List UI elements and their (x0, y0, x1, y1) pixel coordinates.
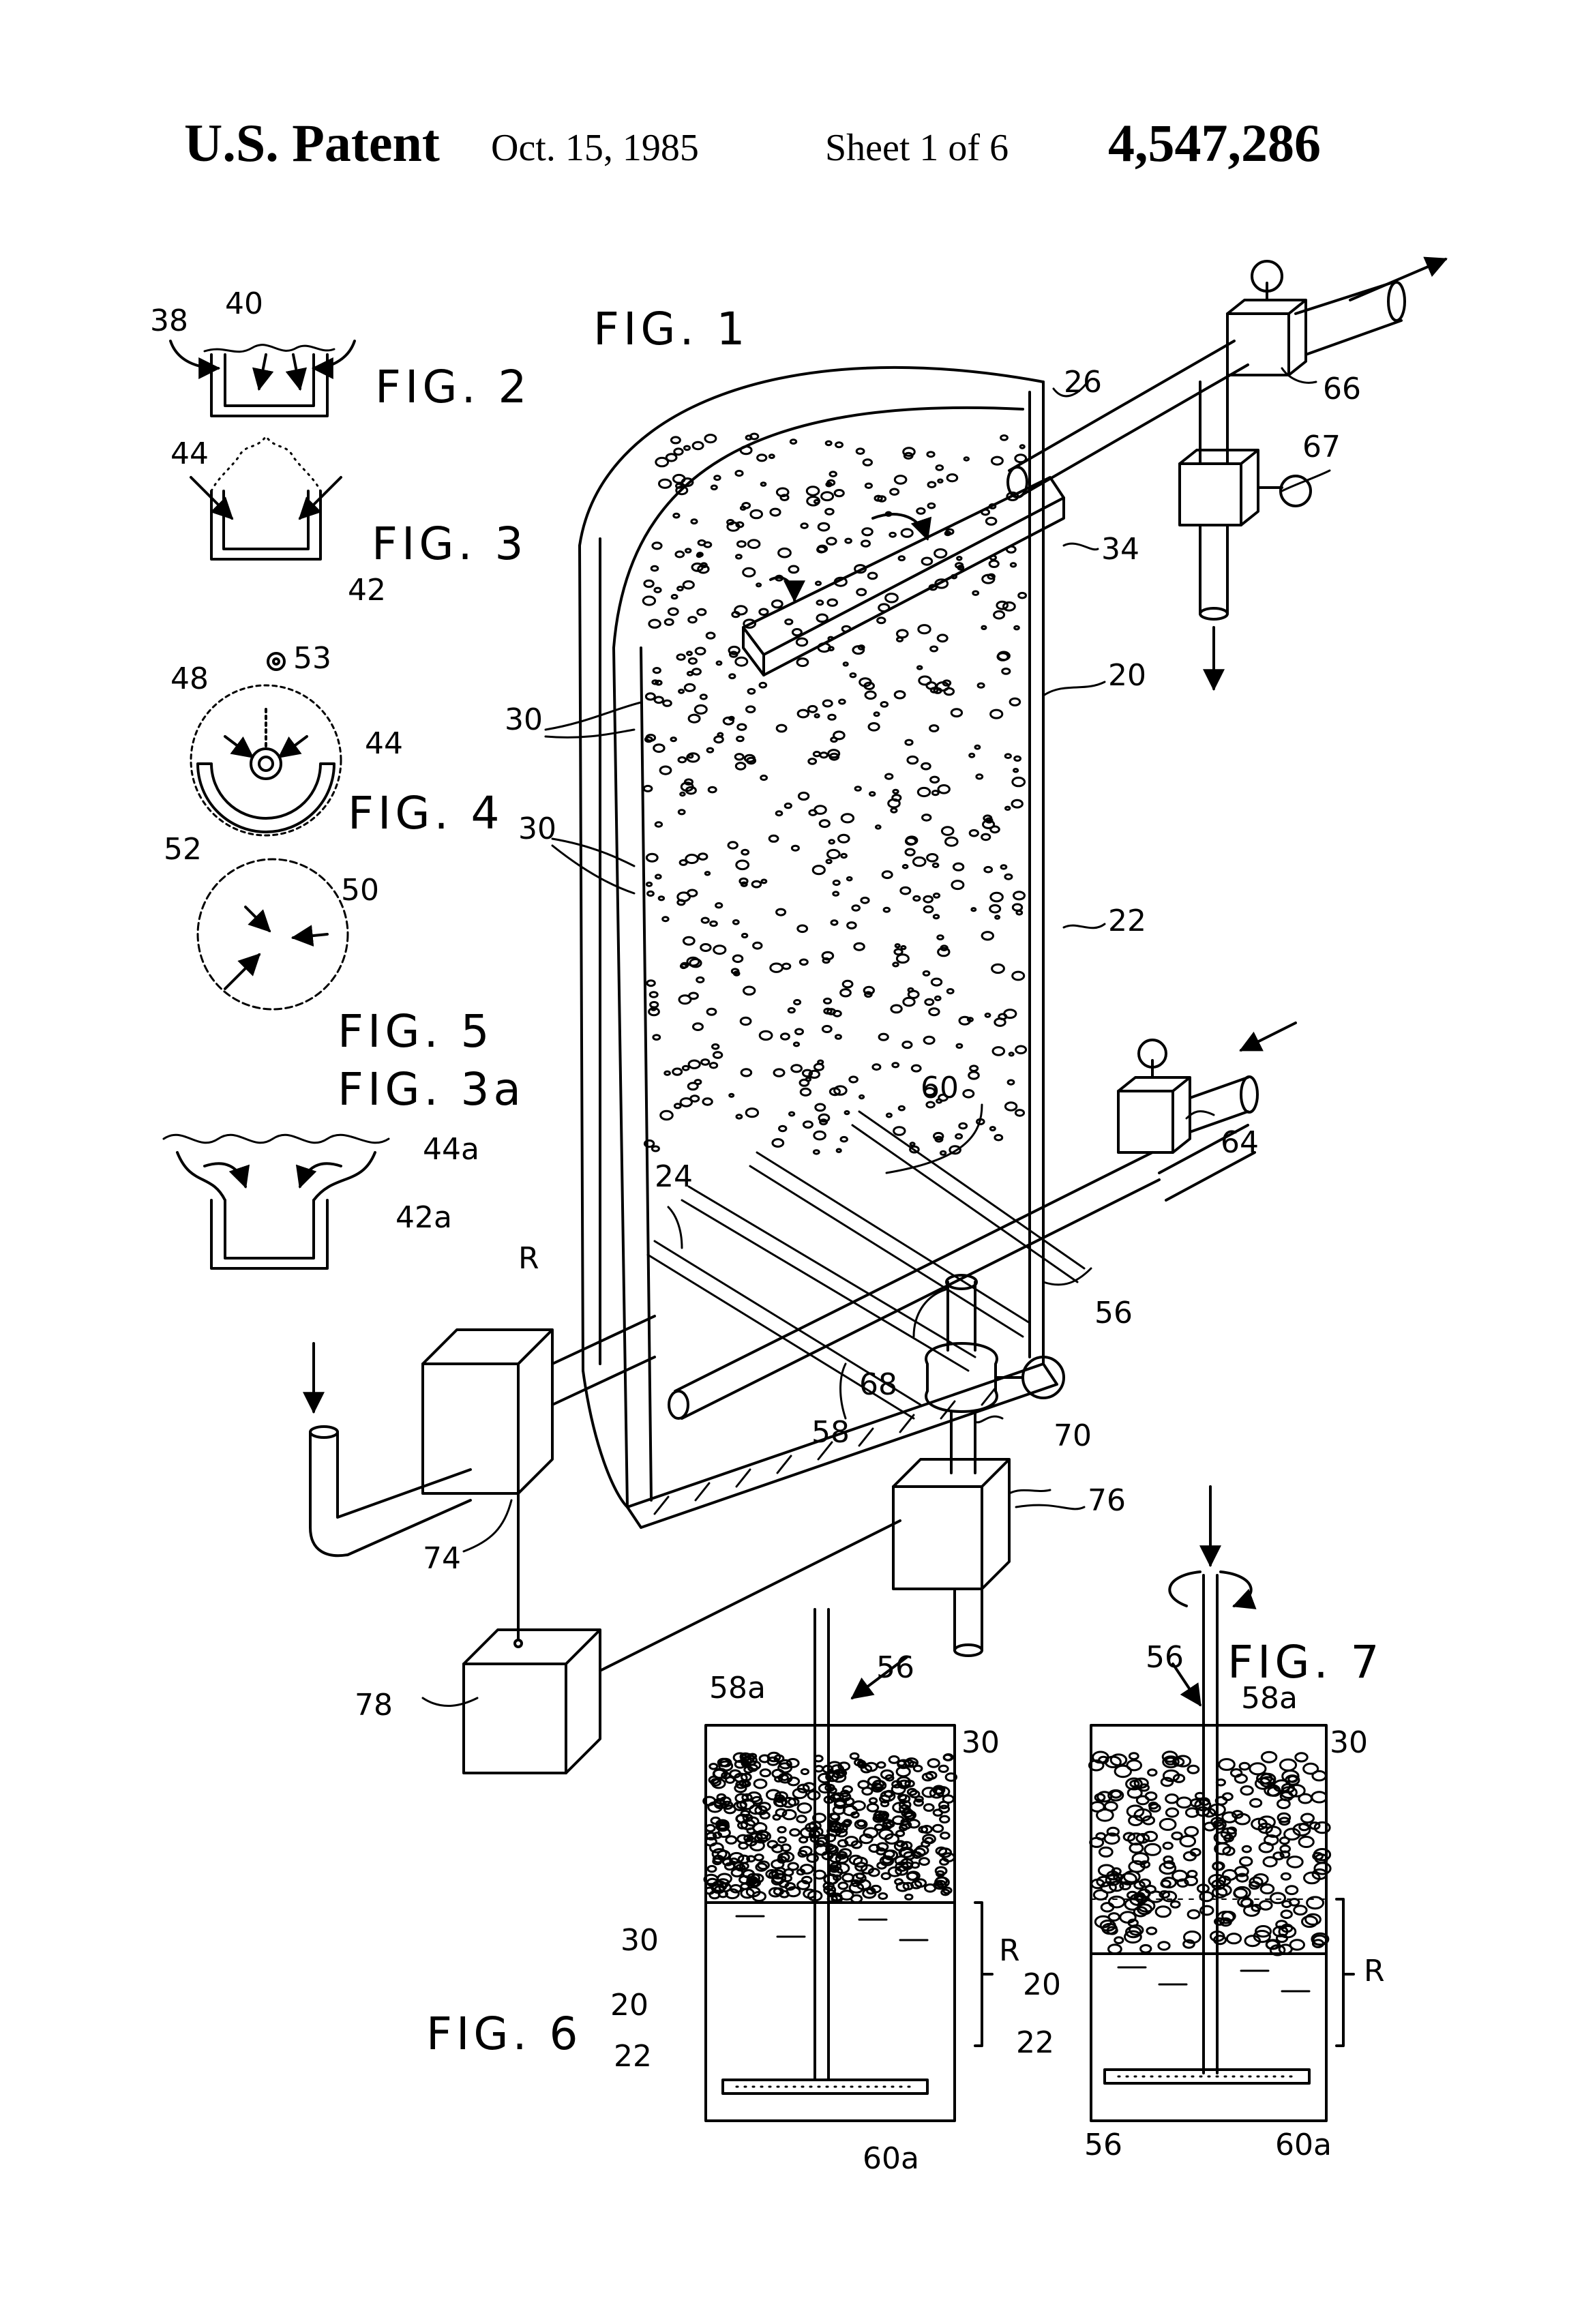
vessel-cut-face (614, 382, 1043, 1507)
fig1-label: FIG. 1 (593, 303, 749, 355)
ref-52: 52 (164, 832, 202, 867)
foam-bubbles (643, 434, 1026, 1154)
ref-20-fig6: 20 (610, 1988, 648, 2023)
ref-R: R (518, 1241, 539, 1276)
block-76 (893, 1487, 982, 1589)
ref-30-a: 30 (505, 702, 543, 737)
controller-78 (464, 1664, 566, 1773)
ref-60a-fig6: 60a (863, 2141, 919, 2176)
ref-44-fig4: 44 (365, 726, 403, 761)
fig3a-label: FIG. 3a (338, 1063, 525, 1116)
fig4-label: FIG. 4 (348, 787, 504, 839)
ref-60: 60 (921, 1071, 959, 1105)
fig6-label: FIG. 6 (426, 2008, 582, 2060)
ref-24: 24 (655, 1159, 693, 1194)
ref-56-fig6: 56 (876, 1650, 914, 1685)
fig2-label: FIG. 2 (375, 361, 531, 413)
ref-R-fig6: R (999, 1933, 1020, 1968)
ref-58: 58 (811, 1415, 850, 1450)
fig5-tube (198, 859, 348, 1009)
fig4-pipe (191, 653, 341, 835)
ref-44a: 44a (423, 1132, 479, 1167)
ref-58a-fig7: 58a (1241, 1681, 1298, 1716)
ref-40: 40 (225, 286, 263, 321)
ref-30-fig6-top: 30 (961, 1725, 1000, 1760)
fig7-foam (1089, 1752, 1330, 1955)
leader-lines (423, 368, 1330, 1706)
fig5-label: FIG. 5 (338, 1005, 494, 1058)
ref-26: 26 (1064, 365, 1102, 400)
ref-58a-fig6: 58a (709, 1671, 766, 1705)
ref-76: 76 (1088, 1483, 1126, 1518)
fig6-foam (704, 1753, 957, 1903)
ref-70: 70 (1054, 1418, 1092, 1453)
block-74 (423, 1364, 518, 1493)
fig3-label: FIG. 3 (372, 518, 528, 570)
ref-22-fig6: 22 (614, 2039, 652, 2074)
sparger-main-pipe (675, 1152, 1152, 1391)
ref-20-fig7: 20 (1023, 1967, 1061, 2002)
ref-42: 42 (348, 573, 386, 608)
valve-66 (1227, 314, 1289, 375)
ref-56-fig7-low: 56 (1084, 2128, 1122, 2162)
ref-74: 74 (423, 1541, 461, 1576)
ref-22-fig7: 22 (1016, 2025, 1054, 2060)
ref-42a: 42a (395, 1200, 452, 1235)
ref-30-b: 30 (518, 811, 556, 846)
valve-67 (1180, 464, 1241, 525)
vessel-outer-wall (580, 546, 583, 1371)
fig3-channel (191, 436, 341, 559)
ref-30-fig6-low: 30 (621, 1923, 659, 1958)
ref-56-fig7: 56 (1146, 1640, 1184, 1675)
fig3a-channel (164, 1135, 389, 1268)
fig2-channel (170, 341, 355, 416)
ref-48: 48 (170, 661, 209, 696)
ref-67: 67 (1302, 430, 1341, 464)
ref-68: 68 (859, 1367, 897, 1402)
ref-44-fig3: 44 (170, 436, 209, 471)
ref-34: 34 (1101, 532, 1139, 567)
ref-53: 53 (293, 641, 331, 676)
ref-66: 66 (1323, 372, 1361, 406)
ref-50: 50 (341, 873, 379, 908)
ref-56: 56 (1094, 1296, 1133, 1330)
ref-64: 64 (1221, 1125, 1259, 1160)
fig7-vessel (1089, 1487, 1354, 2121)
ref-R-fig7: R (1364, 1954, 1385, 1988)
ref-22: 22 (1108, 904, 1146, 938)
ref-30-fig7: 30 (1330, 1725, 1368, 1760)
ref-78: 78 (355, 1688, 393, 1723)
ref-38: 38 (150, 303, 188, 338)
vessel-top-rim (580, 368, 1043, 546)
ref-20: 20 (1108, 658, 1146, 693)
ref-60a-fig7: 60a (1275, 2128, 1332, 2162)
